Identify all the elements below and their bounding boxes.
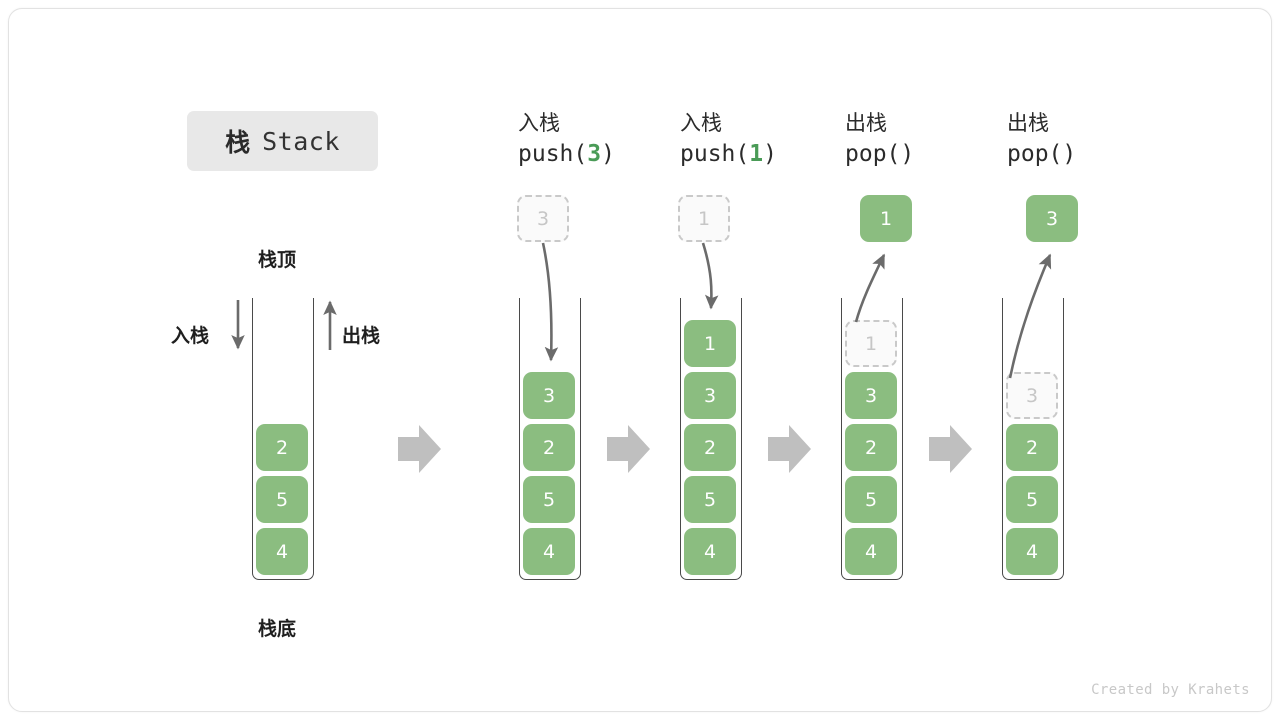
op-code-arg: 3 [587,141,602,168]
stack-pop-3-cell: 2 [1006,424,1058,471]
step-op-cn-pop-1: 出栈 [845,111,887,135]
stack-container-push-1: 1 3 2 5 4 [680,298,742,580]
stack-pop-1-cell: 4 [845,528,897,575]
step-op-code-pop-3: pop() [1007,141,1077,168]
stack-pop-3-cell: 3 [1006,372,1058,419]
stack-push-1-cell: 1 [684,320,736,367]
step-header-pop-3: 出栈 pop() [1007,108,1076,172]
float-box-push-1: 1 [678,195,730,242]
step-header-pop-1: 出栈 pop() [845,108,914,172]
stack-initial-cell: 5 [256,476,308,523]
stack-initial-cell: 2 [256,424,308,471]
stack-pop-1-cell: 2 [845,424,897,471]
op-code-suffix: ) [763,141,777,168]
step-op-code-pop-1: pop() [845,141,915,168]
stack-pop-1-cell: 1 [845,320,897,367]
stack-push-1-cell: 2 [684,424,736,471]
stack-container-push-3: 3 2 5 4 [519,298,581,580]
op-code-suffix: ) [601,141,615,168]
stack-push-1-cell: 3 [684,372,736,419]
title-en: Stack [262,126,340,156]
title-cn: 栈 [225,128,251,157]
step-op-code-push-1: push(1) [680,138,777,171]
stack-container-initial: 2 5 4 [252,298,314,580]
stack-pop-1-cell: 5 [845,476,897,523]
stack-pop-3-cell: 5 [1006,476,1058,523]
step-header-push-3: 入栈 push(3) [518,108,615,172]
float-box-pop-3: 3 [1026,195,1078,242]
step-op-cn-pop-3: 出栈 [1007,111,1049,135]
stack-push-3-cell: 5 [523,476,575,523]
op-code-prefix: push( [518,141,588,168]
op-code-arg: 1 [749,141,764,168]
stack-push-3-cell: 3 [523,372,575,419]
stack-push-3-cell: 2 [523,424,575,471]
step-op-cn-push-3: 入栈 [518,111,560,135]
stack-bottom-label: 栈底 [258,618,297,640]
stack-top-label: 栈顶 [258,249,297,271]
float-box-pop-1: 1 [860,195,912,242]
pop-side-label: 出栈 [342,325,381,347]
footer-credit: Created by Krahets [1091,682,1250,698]
stack-push-1-cell: 5 [684,476,736,523]
stack-container-pop-1: 1 3 2 5 4 [841,298,903,580]
step-op-code-push-3: push(3) [518,138,615,171]
push-side-label: 入栈 [171,325,210,347]
stack-pop-1-cell: 3 [845,372,897,419]
step-header-push-1: 入栈 push(1) [680,108,777,172]
stack-pop-3-cell: 4 [1006,528,1058,575]
stack-push-1-cell: 4 [684,528,736,575]
stack-container-pop-3: 3 2 5 4 [1002,298,1064,580]
stack-push-3-cell: 4 [523,528,575,575]
step-op-cn-push-1: 入栈 [680,111,722,135]
stack-initial-cell: 4 [256,528,308,575]
float-box-push-3: 3 [517,195,569,242]
title-badge: 栈 Stack [187,111,378,171]
op-code-prefix: push( [680,141,750,168]
